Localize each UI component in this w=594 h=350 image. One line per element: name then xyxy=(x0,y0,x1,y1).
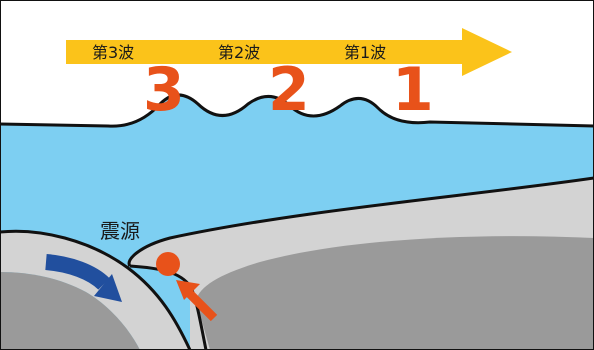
plate-boundary-upper xyxy=(0,229,192,350)
wave-number-1: 1 xyxy=(392,55,434,125)
seafloor-line xyxy=(127,176,594,267)
wave-label-1: 第1波 xyxy=(344,43,386,62)
wave-label-3: 第3波 xyxy=(92,43,134,62)
wave-number-2: 2 xyxy=(268,55,310,125)
epicenter-dot xyxy=(156,252,180,276)
subduction-arrow xyxy=(45,254,122,302)
propagation-arrow xyxy=(66,28,512,76)
wave-label-2: 第2波 xyxy=(218,43,260,62)
overriding-plate-dark xyxy=(196,236,594,350)
epicenter-label: 震源 xyxy=(100,219,140,243)
subducting-plate-dark xyxy=(0,272,140,350)
epicenter-pointer-arrow xyxy=(176,280,218,322)
sea-surface-line xyxy=(0,93,594,128)
wave-number-3: 3 xyxy=(143,55,185,125)
